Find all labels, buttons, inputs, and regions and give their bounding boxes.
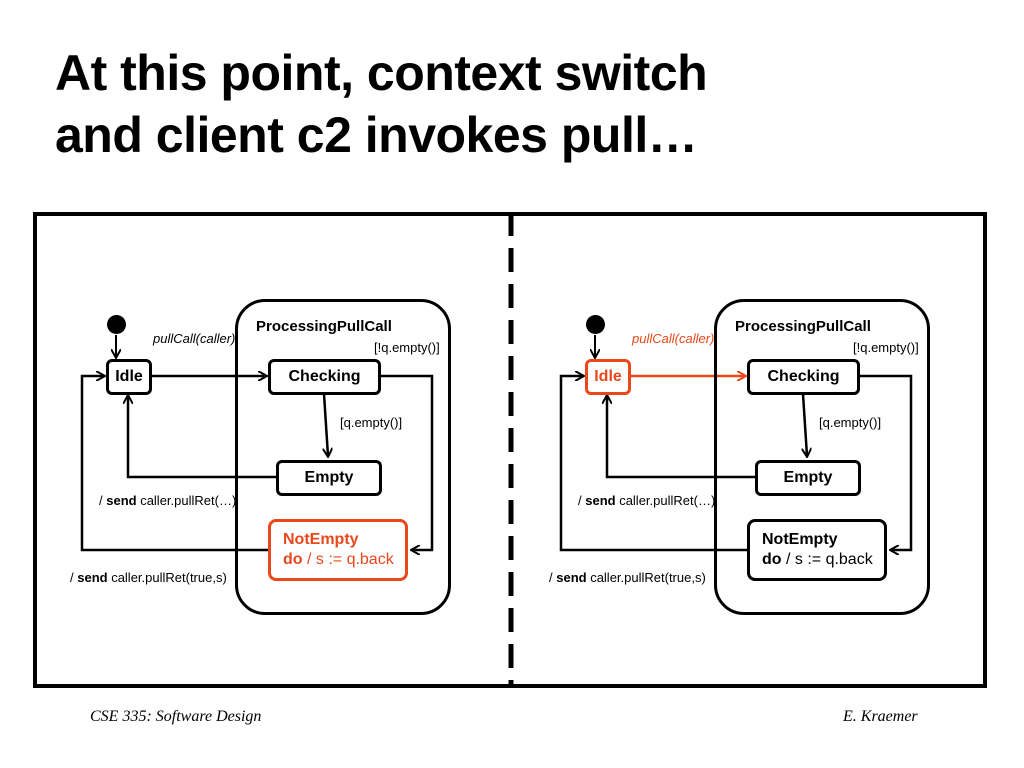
right-notempty-return-transition xyxy=(559,376,747,552)
left-state-idle: Idle xyxy=(106,359,152,395)
right-label-pullret-empty-call: caller.pullRet(…) xyxy=(615,493,716,508)
left-composite-processingpullcall xyxy=(235,299,451,615)
right-label-pullret-true: / send caller.pullRet(true,s) xyxy=(549,570,706,585)
slide-title: At this point, context switch and client… xyxy=(55,42,708,166)
right-composite-title: ProcessingPullCall xyxy=(735,318,871,335)
left-label-pullret-empty-send: send xyxy=(106,493,137,508)
right-notempty-transition xyxy=(859,374,913,550)
left-empty-transition xyxy=(324,393,328,456)
right-label-pullret-empty: / send caller.pullRet(…) xyxy=(578,493,715,508)
right-notempty-do-action: / s := q.back xyxy=(781,551,873,568)
right-label-not-empty-guard: [!q.empty()] xyxy=(853,340,919,355)
right-label-pullret-true-send: send xyxy=(556,570,587,585)
left-notempty-name: NotEmpty xyxy=(283,531,359,548)
left-state-checking: Checking xyxy=(268,359,381,395)
left-state-empty: Empty xyxy=(276,460,382,496)
right-composite-processingpullcall xyxy=(714,299,930,615)
right-notempty-do-keyword: do xyxy=(762,551,782,568)
right-state-notempty: NotEmpty do / s := q.back xyxy=(747,519,887,581)
right-empty-return-transition xyxy=(607,396,756,479)
left-label-pullret-true-call: caller.pullRet(true,s) xyxy=(107,570,227,585)
right-notempty-do: do / s := q.back xyxy=(762,550,873,570)
left-label-pullret-empty-prefix: / xyxy=(99,493,107,508)
left-empty-return-transition xyxy=(128,396,277,479)
right-label-empty-guard: [q.empty()] xyxy=(819,415,882,430)
right-empty-transition xyxy=(803,393,807,456)
left-label-empty-guard: [q.empty()] xyxy=(340,415,403,430)
footer-course: CSE 335: Software Design xyxy=(90,708,262,725)
left-state-notempty: NotEmpty do / s := q.back xyxy=(268,519,408,581)
panel-divider xyxy=(508,212,514,684)
left-label-pullret-true-send: send xyxy=(77,570,108,585)
left-label-pullret-empty-call: caller.pullRet(…) xyxy=(136,493,237,508)
right-notempty-name: NotEmpty xyxy=(762,531,838,548)
left-composite-title: ProcessingPullCall xyxy=(256,318,392,335)
slide-title-line-2: and client c2 invokes pull… xyxy=(55,107,698,163)
left-label-not-empty-guard: [!q.empty()] xyxy=(374,340,440,355)
left-notempty-do-action: / s := q.back xyxy=(302,551,394,568)
slide-title-line-1: At this point, context switch xyxy=(55,45,708,101)
right-state-checking: Checking xyxy=(747,359,860,395)
left-notempty-do-keyword: do xyxy=(283,551,303,568)
left-notempty-return-transition xyxy=(80,376,268,552)
left-label-pullret-empty: / send caller.pullRet(…) xyxy=(99,493,236,508)
right-initial-state xyxy=(586,315,605,334)
right-label-pullret-empty-send: send xyxy=(585,493,616,508)
left-initial-state xyxy=(107,315,126,334)
right-state-empty: Empty xyxy=(755,460,861,496)
left-label-pullret-true: / send caller.pullRet(true,s) xyxy=(70,570,227,585)
left-notempty-transition xyxy=(380,374,434,550)
right-label-pullret-true-prefix: / xyxy=(549,570,557,585)
left-notempty-do: do / s := q.back xyxy=(283,550,394,570)
right-label-pullcall: pullCall(caller) xyxy=(632,331,715,346)
left-label-pullret-true-prefix: / xyxy=(70,570,78,585)
right-label-pullret-empty-prefix: / xyxy=(578,493,586,508)
right-state-idle: Idle xyxy=(585,359,631,395)
left-label-pullcall: pullCall(caller) xyxy=(153,331,236,346)
right-label-pullret-true-call: caller.pullRet(true,s) xyxy=(586,570,706,585)
footer-author: E. Kraemer xyxy=(843,708,918,725)
